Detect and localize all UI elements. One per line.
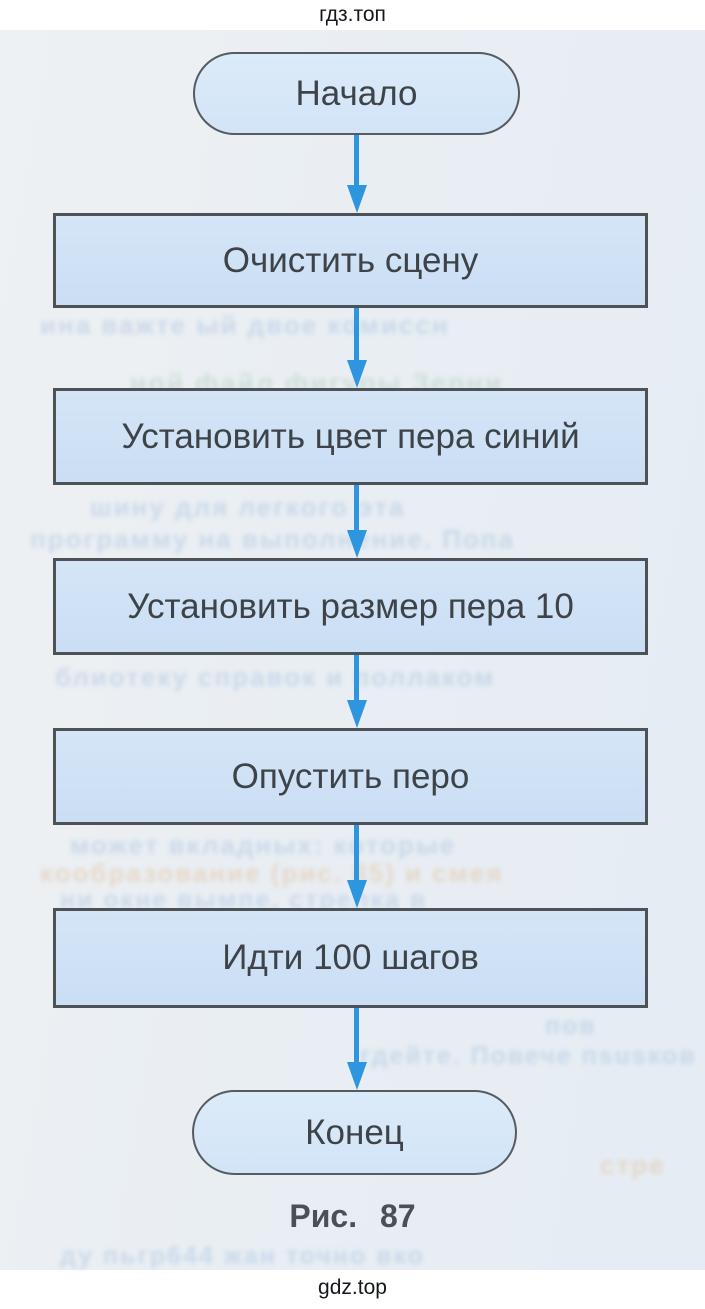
arrow-line bbox=[354, 825, 359, 880]
flow-arrow-down-icon bbox=[346, 655, 367, 728]
ghost-text-line: программу на выполнение. Попа bbox=[30, 524, 515, 554]
step-label: Установить размер пера 10 bbox=[127, 586, 574, 626]
flowchart-step-set-pen-color: Установить цвет пера синий bbox=[53, 388, 648, 485]
arrow-line bbox=[354, 655, 359, 700]
watermark-top-text: гдз.топ bbox=[319, 3, 386, 26]
flowchart-step-pen-down: Опустить перо bbox=[53, 728, 648, 825]
arrow-head bbox=[346, 185, 367, 213]
flow-arrow-down-icon bbox=[346, 825, 367, 908]
step-label: Установить цвет пера синий bbox=[121, 416, 580, 456]
ghost-text-line: блиотеку справок и поллаком bbox=[55, 662, 496, 692]
step-label: Идти 100 шагов bbox=[222, 938, 479, 977]
page-scan-area: ина важте ый двое комиссн ной файл фигур… bbox=[0, 30, 705, 1270]
flowchart-step-move-steps: Идти 100 шагов bbox=[53, 908, 648, 1008]
arrow-line bbox=[354, 308, 359, 360]
arrow-head bbox=[346, 360, 367, 388]
arrow-head bbox=[346, 1062, 367, 1090]
ghost-text-line: гдейте. Повече пsusков bbox=[360, 1042, 697, 1070]
ghost-text-line: кообразование (рис. 85) и смея bbox=[40, 858, 504, 888]
flow-arrow-down-icon bbox=[346, 485, 367, 558]
step-label: Очистить сцену bbox=[222, 240, 479, 280]
arrow-head bbox=[346, 700, 367, 728]
flow-arrow-down-icon bbox=[346, 308, 367, 388]
flowchart-end-terminal: Конец bbox=[192, 1090, 517, 1175]
ghost-text-line: ду пьгр644 жан точно вко bbox=[60, 1242, 426, 1270]
flowchart-step-clear-stage: Очистить сцену bbox=[53, 213, 648, 308]
ghost-text-line: ина важте ый двое комиссн bbox=[40, 310, 450, 340]
step-label: Опустить перо bbox=[231, 756, 470, 796]
arrow-line bbox=[354, 1008, 359, 1062]
flow-arrow-down-icon bbox=[346, 1008, 367, 1090]
figure-caption: Рис. 87 bbox=[289, 1198, 416, 1234]
arrow-head bbox=[346, 530, 367, 558]
arrow-line bbox=[354, 135, 359, 185]
flowchart-start-terminal: Начало bbox=[193, 52, 520, 135]
watermark-bottom-text: gdz.top bbox=[318, 1276, 387, 1299]
watermark-bottom: gdz.top bbox=[0, 1276, 705, 1300]
ghost-text-line: стре bbox=[600, 1150, 666, 1180]
watermark-top: гдз.топ bbox=[0, 3, 705, 27]
arrow-head bbox=[346, 880, 367, 908]
flow-arrow-down-icon bbox=[346, 135, 367, 213]
start-label: Начало bbox=[295, 73, 418, 113]
ghost-text-line: может вкладных: которые bbox=[70, 830, 457, 860]
ghost-text-line: пов bbox=[545, 1012, 597, 1040]
arrow-line bbox=[354, 485, 359, 530]
flowchart-step-set-pen-size: Установить размер пера 10 bbox=[53, 558, 648, 655]
end-label: Конец bbox=[305, 1112, 404, 1152]
